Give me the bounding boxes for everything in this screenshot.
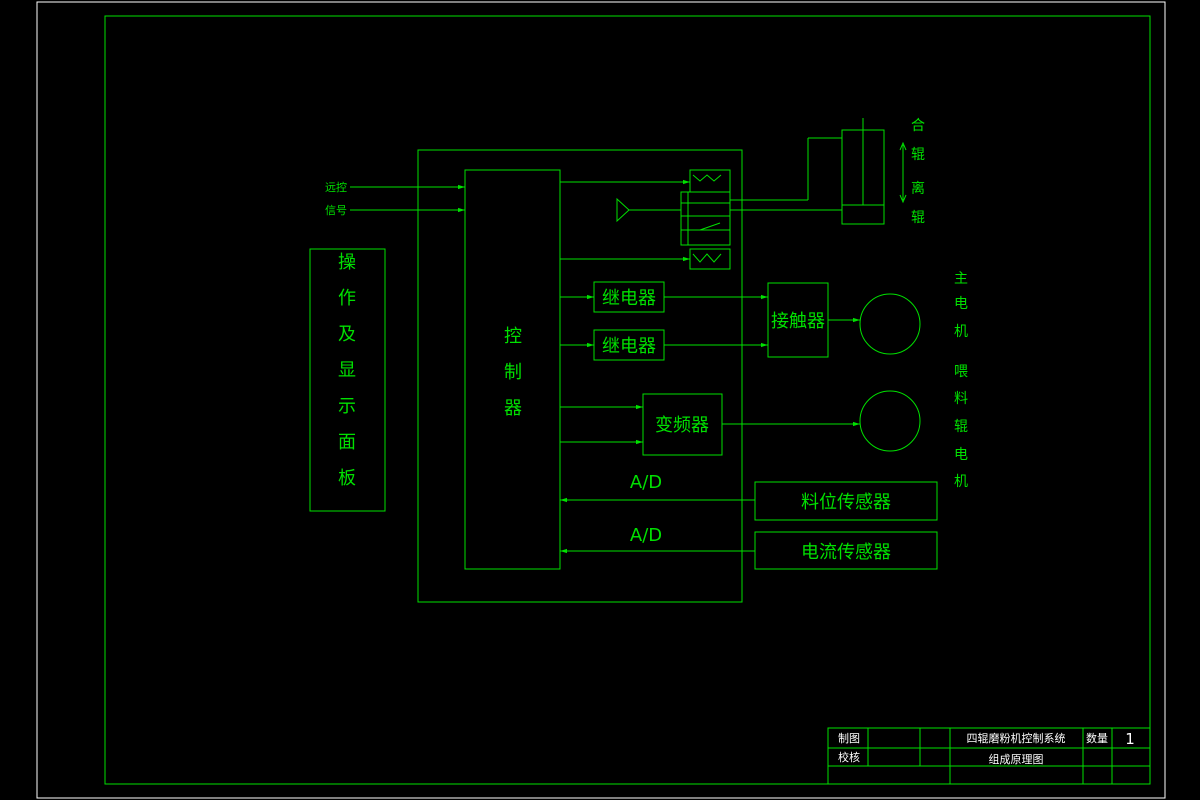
title-checked-by: 校核: [838, 750, 860, 764]
operation-panel-box: [309, 248, 386, 512]
controller-label-0: 控: [504, 326, 522, 347]
roll-open-1: 辊: [911, 210, 925, 226]
feed-motor-symbol: [859, 390, 921, 452]
title-drawn-by: 制图: [838, 732, 860, 745]
relay-2-label: 继电器: [602, 336, 656, 357]
feed-motor-1: 料: [954, 391, 968, 407]
feed-motor-0: 喂: [954, 364, 968, 380]
roll-close-0: 合: [911, 118, 925, 134]
controller-label-2: 器: [504, 398, 522, 419]
panel-label-1: 作: [338, 288, 356, 309]
ad-label-2: A/D: [630, 525, 662, 546]
main-motor-2: 机: [954, 324, 968, 340]
quantity-value: 1: [1125, 730, 1135, 748]
ad-label-1: A/D: [630, 472, 662, 493]
valve-body: [680, 191, 731, 246]
relay-1-label: 继电器: [602, 288, 656, 309]
feed-motor-4: 机: [954, 474, 968, 490]
valve-exhaust-triangle: [616, 197, 630, 223]
drawing-title-line-1: 四辊磨粉机控制系统: [967, 731, 1066, 745]
main-motor-symbol: [859, 293, 921, 355]
controller-box: [464, 169, 561, 570]
level-sensor-box: [754, 481, 938, 521]
controller-label-1: 制: [504, 362, 522, 383]
main-motor-0: 主: [954, 271, 968, 287]
panel-label-0: 操: [338, 252, 356, 273]
feed-motor-3: 电: [954, 447, 968, 463]
control-cabinet: [417, 149, 743, 603]
signal-label: 信号: [325, 204, 347, 217]
current-sensor-label: 电流传感器: [801, 542, 891, 563]
roll-close-1: 辊: [911, 147, 925, 163]
roll-open-0: 离: [911, 180, 925, 197]
panel-label-4: 示: [338, 396, 356, 417]
feed-motor-2: 辊: [954, 419, 968, 435]
valve-spring-top: [692, 174, 722, 182]
drawing-title-line-2: 组成原理图: [989, 752, 1044, 766]
main-motor-1: 电: [954, 296, 968, 312]
panel-label-6: 板: [338, 468, 356, 489]
contactor-label: 接触器: [771, 311, 825, 332]
drawing-frame: [104, 15, 1151, 785]
panel-label-2: 及: [338, 324, 356, 345]
solenoid-valve-top: [689, 169, 731, 193]
inverter-label: 变频器: [655, 415, 709, 436]
sheet-outer-border: [36, 1, 1166, 799]
level-sensor-label: 料位传感器: [801, 492, 891, 513]
title-block: [827, 727, 1151, 785]
solenoid-valve-bottom: [689, 248, 731, 270]
panel-label-3: 显: [338, 360, 356, 381]
panel-label-5: 面: [338, 432, 356, 453]
remote-label: 远控: [325, 180, 347, 194]
valve-spring-bottom: [692, 253, 722, 263]
quantity-label: 数量: [1086, 732, 1108, 745]
